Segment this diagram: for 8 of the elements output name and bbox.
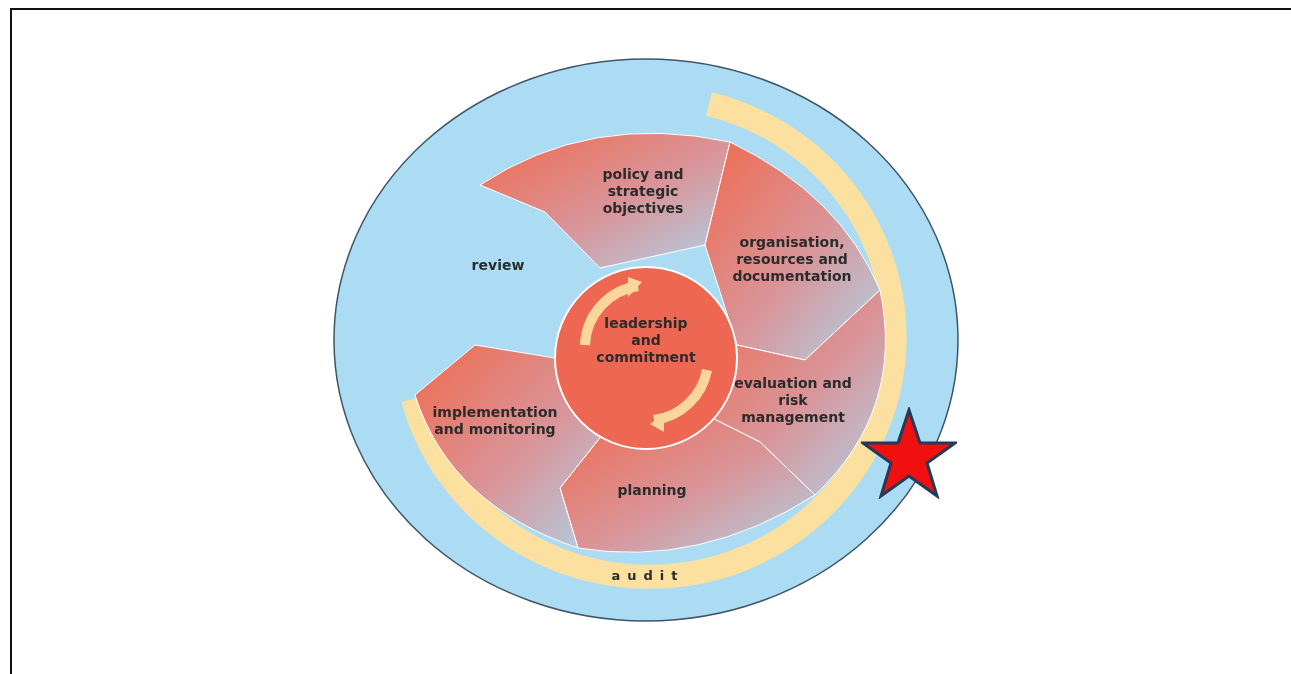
segment-label: organisation, resources and documentation xyxy=(731,233,853,285)
segment-label: planning xyxy=(616,481,688,499)
segment-label: policy and strategic objectives xyxy=(601,165,685,217)
segment-label: review xyxy=(470,256,526,274)
segment-label: implementation and monitoring xyxy=(431,404,559,438)
segment-label: evaluation and risk management xyxy=(733,374,853,426)
segment-label: leadership and commitment xyxy=(595,314,697,366)
segment-label: audit xyxy=(610,566,686,584)
